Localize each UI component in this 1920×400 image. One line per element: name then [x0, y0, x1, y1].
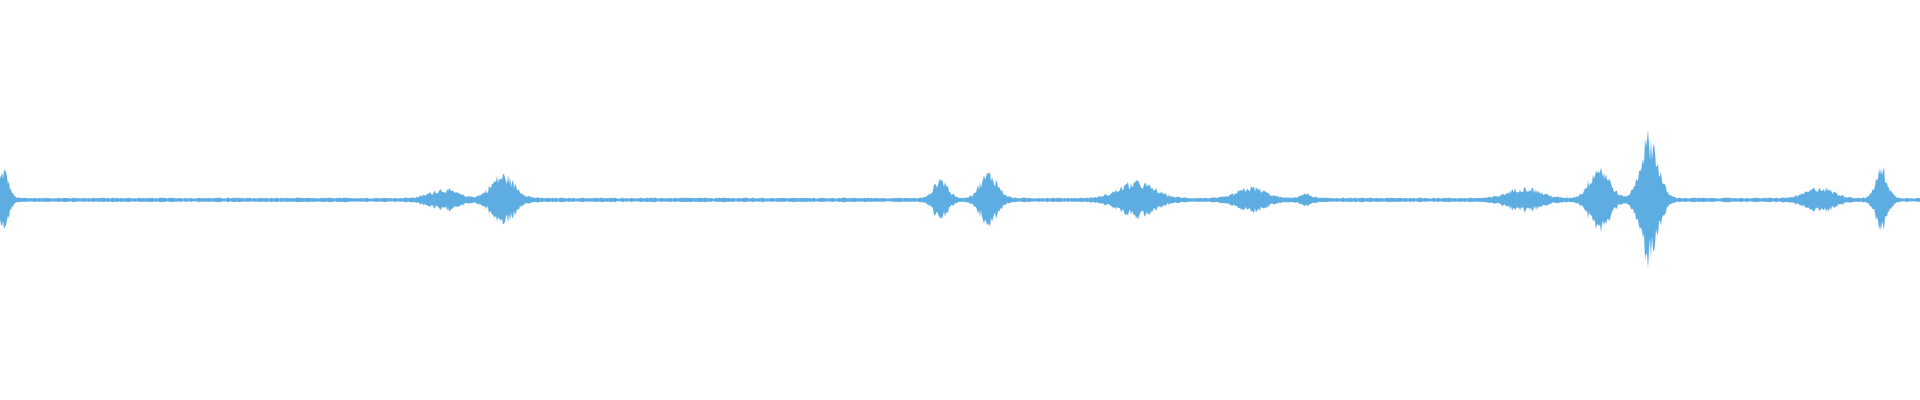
waveform-shape: [0, 129, 1920, 269]
